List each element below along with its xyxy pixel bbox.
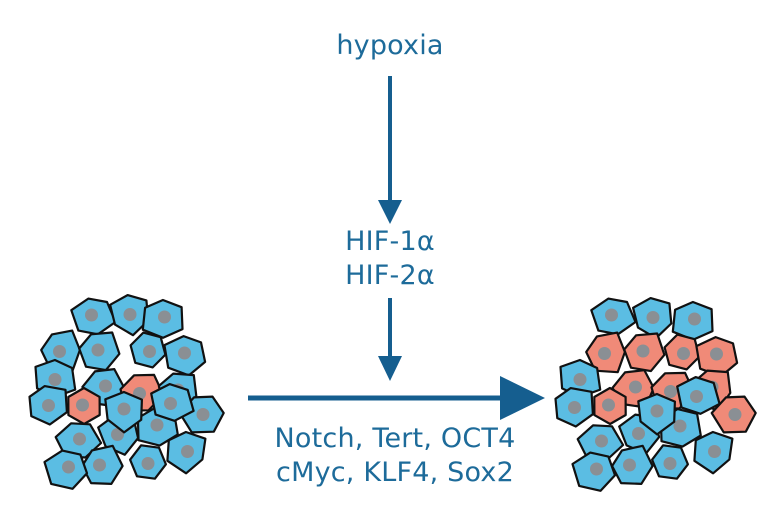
conversion-arrow (248, 376, 545, 420)
cell-nucleus (710, 347, 723, 361)
cell-nucleus (605, 308, 618, 322)
stem-cell (67, 386, 101, 426)
cell-nucleus (573, 373, 587, 386)
cell-nucleus (111, 428, 124, 441)
cell-nucleus (688, 312, 701, 326)
cell-nucleus (48, 373, 62, 386)
cell-nucleus (590, 462, 603, 476)
normal-cell (129, 444, 167, 480)
cell-nucleus (99, 379, 112, 393)
cell-nucleus (708, 445, 721, 458)
normal-cell (611, 444, 654, 485)
cell-nucleus (663, 457, 677, 470)
stem-cell (623, 332, 666, 373)
hif-factors-label: HIF-1α HIF-2α (290, 225, 490, 293)
normal-cell (571, 451, 617, 492)
right-cell-cluster (554, 297, 757, 492)
genes-line-1: Notch, Tert, OCT4 (274, 423, 516, 454)
cell-nucleus (62, 460, 75, 474)
normal-cell (150, 383, 195, 422)
normal-cell (54, 422, 103, 459)
cell-nucleus (598, 347, 611, 360)
normal-cell (43, 449, 89, 490)
normal-cell (109, 294, 150, 337)
cell-nucleus (158, 310, 171, 324)
normal-cell (70, 297, 117, 336)
normal-cell (166, 430, 207, 475)
hif-1-alpha-label: HIF-1α (345, 226, 435, 257)
cell-nucleus (91, 343, 105, 357)
cell-nucleus (690, 390, 703, 403)
normal-cell (81, 444, 124, 485)
hif-2-alpha-label: HIF-2α (345, 260, 435, 291)
cell-nucleus (123, 308, 137, 321)
normal-cell (104, 390, 143, 434)
cell-nucleus (623, 458, 636, 472)
cell-nucleus (76, 398, 89, 412)
normal-cell (693, 430, 734, 475)
cell-nucleus (602, 398, 615, 412)
cell-nucleus (93, 458, 106, 472)
cell-nucleus (677, 347, 690, 360)
stem-cell (663, 333, 701, 371)
cell-nucleus (73, 432, 86, 446)
cell-nucleus (42, 399, 55, 412)
normal-cell (637, 392, 676, 436)
cell-nucleus (646, 311, 660, 324)
cell-nucleus (141, 457, 155, 470)
normal-cell (671, 300, 714, 341)
stem-cell (710, 395, 757, 434)
normal-cell (78, 331, 121, 372)
cell-nucleus (629, 380, 642, 394)
normal-cell (554, 387, 594, 428)
normal-cell (28, 385, 68, 426)
normal-cell (651, 444, 689, 480)
cell-nucleus (636, 344, 650, 358)
hypoxia-label: hypoxia (336, 30, 444, 61)
normal-cell (129, 331, 167, 369)
stemness-genes-label: Notch, Tert, OCT4 cMyc, KLF4, Sox2 (225, 422, 565, 490)
normal-cell (676, 376, 721, 415)
cell-nucleus (53, 345, 66, 358)
cell-nucleus (196, 408, 210, 421)
cell-nucleus (650, 404, 664, 418)
normal-cell (141, 298, 184, 339)
normal-cell (590, 297, 637, 336)
hif-to-genes-arrow (378, 298, 402, 381)
hypoxia-to-hif-arrow (378, 76, 402, 224)
cell-nucleus (673, 419, 687, 433)
cell-nucleus (164, 397, 177, 410)
stem-cell (593, 386, 627, 426)
stem-cell (585, 331, 626, 374)
normal-cell (163, 335, 207, 377)
cell-nucleus (181, 445, 194, 458)
cell-nucleus (595, 434, 608, 448)
cell-nucleus (568, 401, 581, 414)
cell-nucleus (150, 418, 164, 432)
cell-nucleus (728, 408, 742, 421)
cell-nucleus (178, 346, 191, 360)
cell-nucleus (143, 345, 156, 358)
cell-nucleus (664, 385, 677, 398)
cell-nucleus (85, 308, 98, 322)
genes-line-2: cMyc, KLF4, Sox2 (276, 457, 514, 488)
cell-nucleus (632, 427, 645, 440)
left-cell-cluster (28, 294, 225, 490)
cell-nucleus (117, 402, 131, 416)
normal-cell (632, 297, 673, 340)
